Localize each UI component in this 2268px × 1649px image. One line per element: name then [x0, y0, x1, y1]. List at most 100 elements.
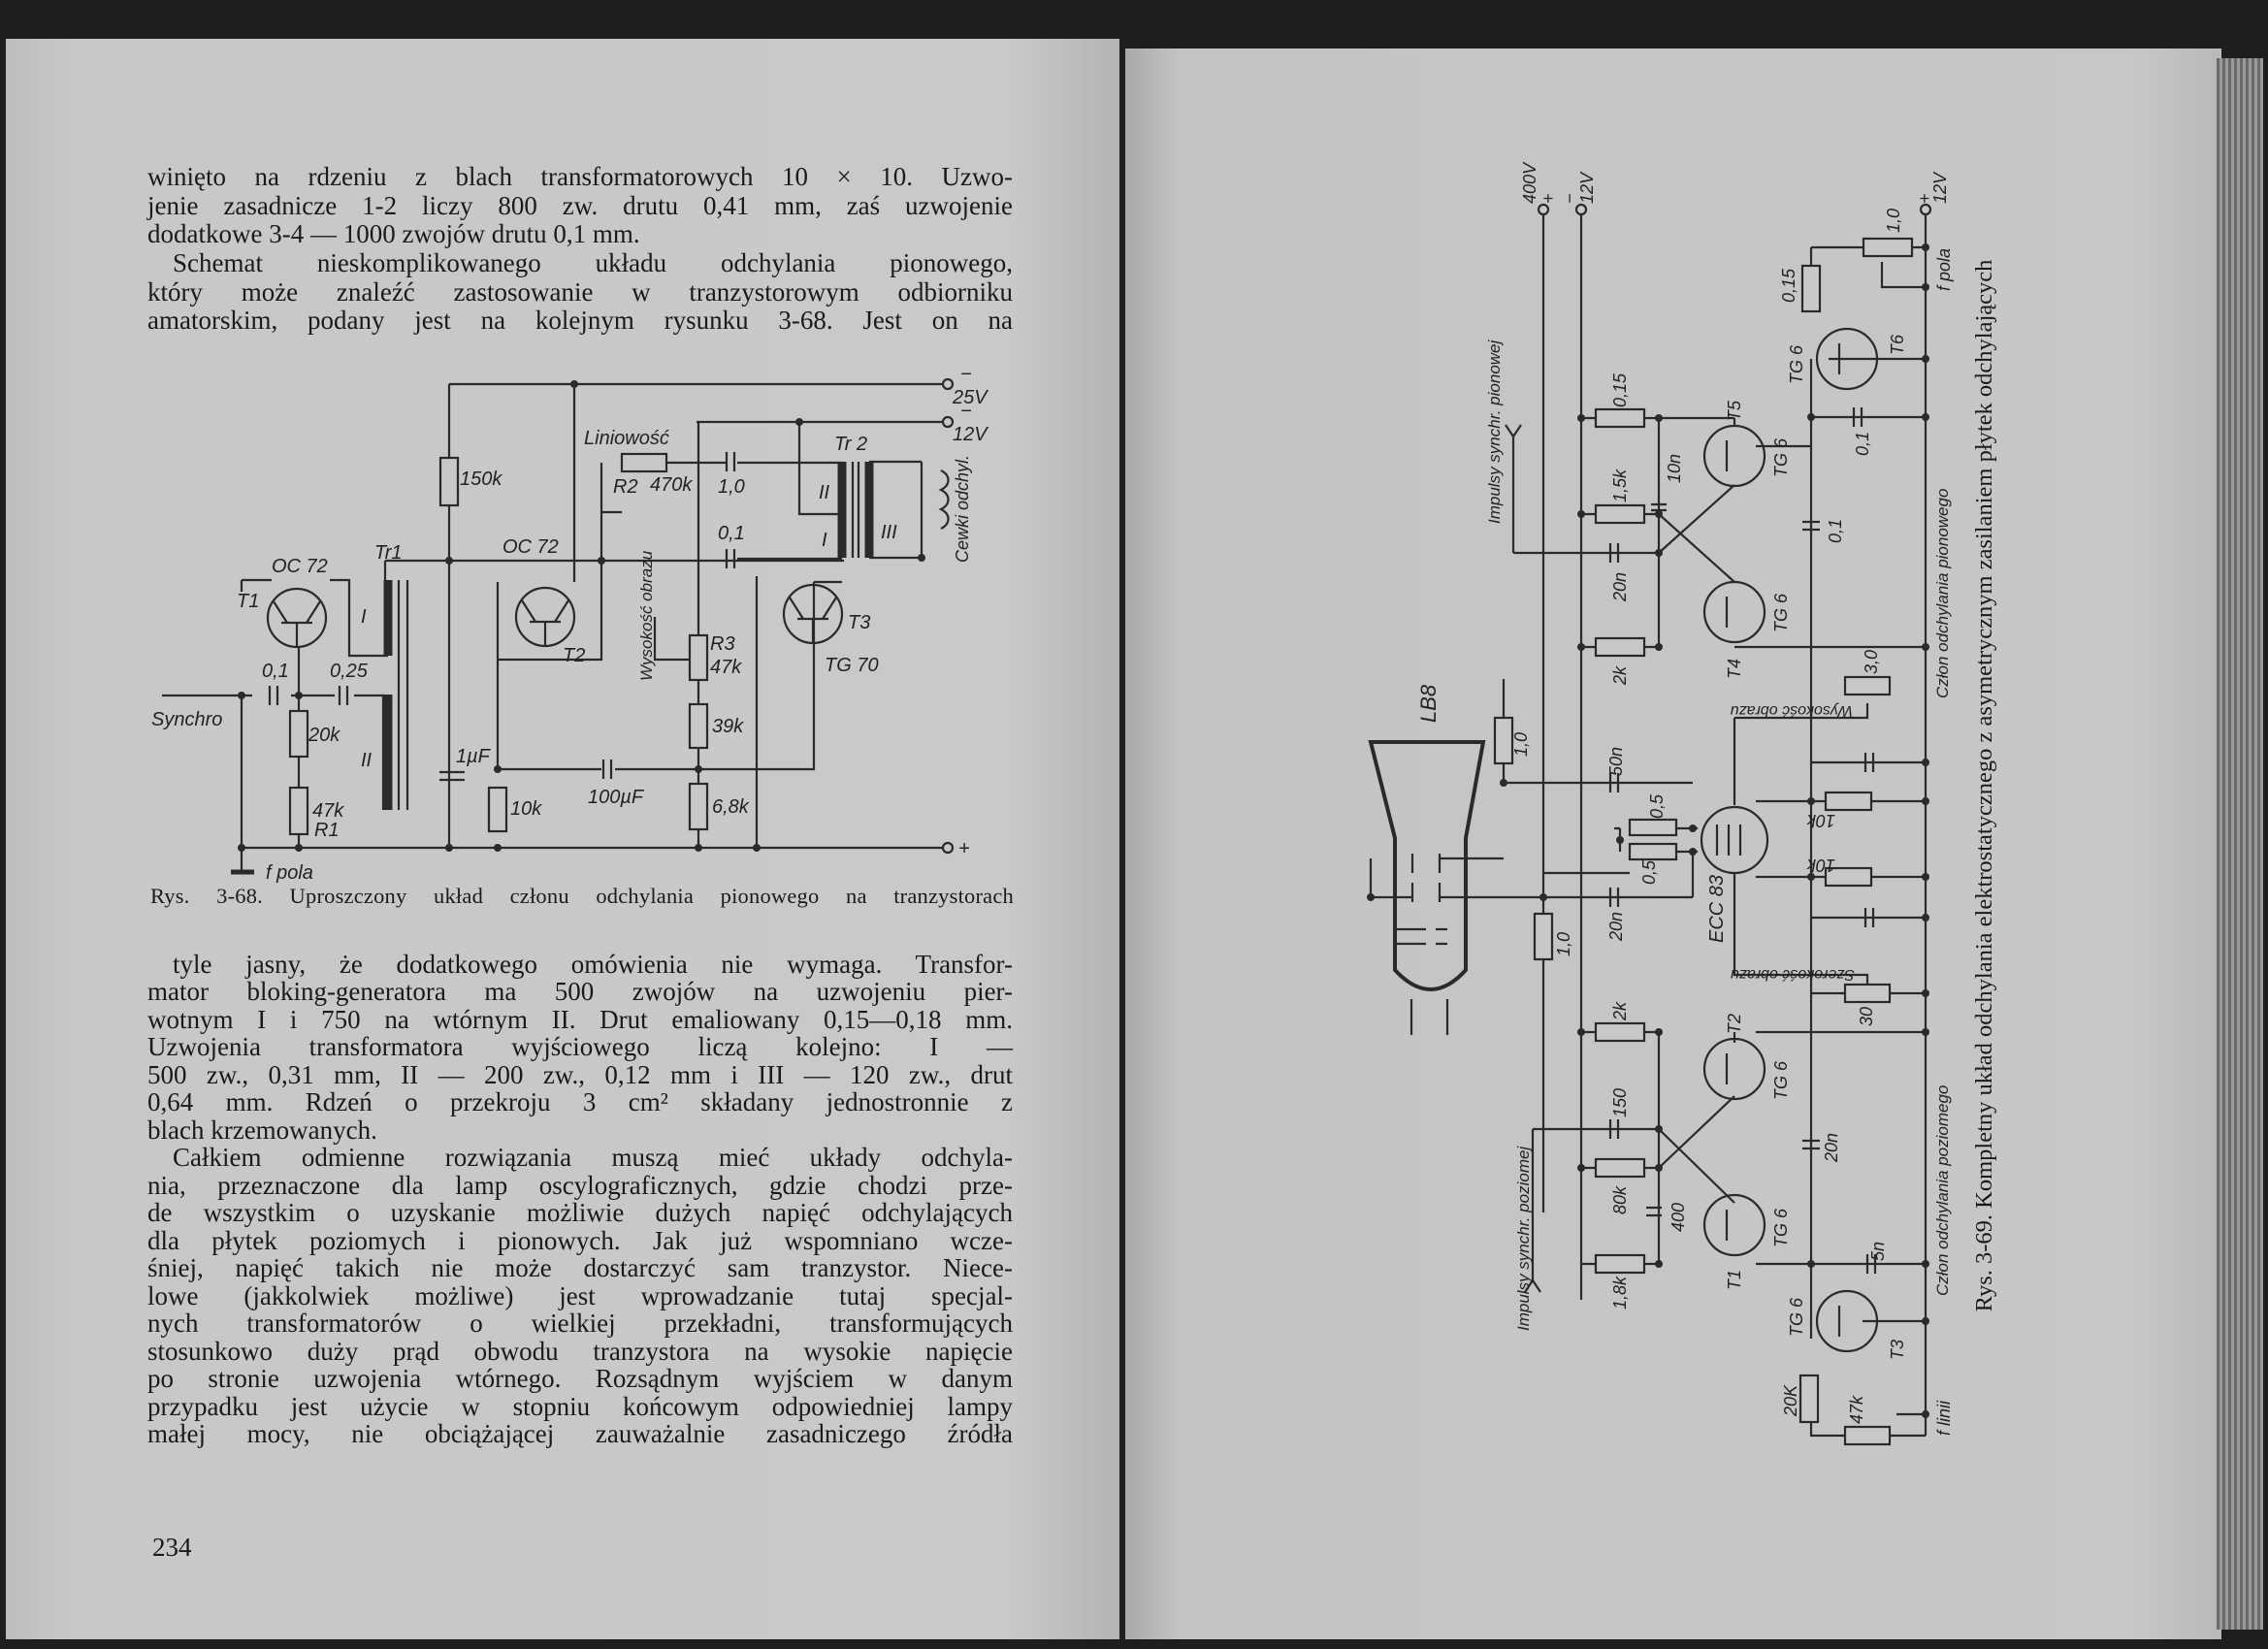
label-20k: 20K: [1781, 1384, 1800, 1417]
label-2k: 2k: [1610, 1001, 1630, 1021]
text-line: amatorskim, podany jest na kolejnym rysu…: [147, 306, 1013, 335]
label-t1: T1: [1725, 1270, 1744, 1290]
label-10n: 10n: [1665, 454, 1684, 483]
label-0-5: 0,5: [1647, 793, 1667, 819]
terminals: [231, 377, 955, 875]
label-39k: 39k: [712, 716, 744, 737]
label-c025: 0,25: [330, 661, 369, 682]
label-0-1: 0,1: [1826, 519, 1845, 543]
label-20k: 20k: [308, 725, 340, 746]
label-t2: T2: [563, 645, 585, 666]
label-ecc83: ECC 83: [1706, 875, 1728, 943]
label-tg6: TG 6: [1787, 1297, 1806, 1337]
schematic-fig-3-68: 25V − 12V − + 150k Tr1 I II T1 OC 72 T2 …: [151, 369, 988, 884]
junction-dots: [1367, 243, 1929, 1418]
label-t3: T3: [848, 612, 870, 633]
label-plus: +: [1915, 193, 1934, 204]
label-synchro: Synchro: [151, 709, 222, 730]
resistors: [288, 452, 709, 836]
schematic-wires: [162, 382, 950, 850]
schematic-labels: 400V + 12V − 12V + 0,15 1,5k 10n 20n 2k …: [1416, 161, 1954, 1436]
label-0-1: 0,1: [1853, 432, 1872, 456]
text-line: Uzwojenia transformatora wyjściowego lic…: [147, 1032, 1013, 1061]
text-line: nych transformatorów o wielkiej przekład…: [147, 1309, 1013, 1338]
label-c01: 0,1: [262, 661, 289, 682]
label-tg6: TG 6: [1771, 437, 1791, 477]
capacitors: [1608, 407, 1877, 1274]
label-t3: T3: [1888, 1340, 1907, 1360]
label-20n: 20n: [1822, 1133, 1841, 1163]
capacitors: [268, 452, 736, 782]
label-80k: 80k: [1610, 1185, 1630, 1214]
label-tg6: TG 6: [1787, 344, 1806, 384]
label-c01: 0,1: [718, 523, 745, 544]
label-wysokosc-obrazu: Wysokość obrazu: [1731, 702, 1853, 719]
label-minus: −: [1560, 193, 1579, 204]
text-line: tyle jasny, że dodatkowego omówienia nie…: [173, 950, 1013, 979]
label-winding-i: I: [361, 606, 367, 628]
label-tr1: Tr1: [374, 542, 403, 564]
label-12v: 12V: [1930, 171, 1950, 204]
label-f-linii: f linii: [1934, 1400, 1954, 1436]
text-line: de wszystkim o uzyskanie możliwie dużych…: [147, 1198, 1013, 1227]
label-t4: T4: [1725, 659, 1744, 679]
text-line: przypadku jest użycie w stopniu końcowym…: [147, 1392, 1013, 1421]
label-25v: 25V: [952, 387, 988, 408]
label-czlon-odchylania-poziomego: Człon odchylania poziomego: [1933, 1085, 1952, 1296]
label-r3: R3: [710, 633, 735, 655]
label-1-0: 1,0: [1884, 209, 1903, 233]
label-0-15: 0,15: [1610, 372, 1630, 407]
label-plus: +: [958, 838, 970, 859]
schematic-fig-3-69: 400V + 12V − 12V + 0,15 1,5k 10n 20n 2k …: [1367, 161, 1954, 1446]
text-line: Schemat nieskomplikowanego układu odchyl…: [173, 248, 1013, 277]
label-6-8k: 6,8k: [712, 796, 750, 818]
label-1-0: 1,0: [1554, 932, 1573, 956]
label-150k: 150k: [460, 469, 502, 490]
label-f-pola: f pola: [266, 862, 313, 884]
text-line: śniej, napięć takich nie może dostarczyć…: [147, 1253, 1013, 1282]
label-tr2-i: I: [822, 530, 827, 551]
label-1-5k: 1,5k: [1610, 469, 1630, 502]
label-f-pola: f pola: [1934, 248, 1954, 291]
schematic-wires: [1368, 215, 1928, 1438]
label-400v: 400V: [1520, 161, 1539, 204]
text-line: mator bloking-generatora ma 500 zwojów n…: [147, 977, 1013, 1006]
label-wysokosc-obrazu: Wysokość obrazu: [637, 550, 656, 681]
label-20n: 20n: [1606, 912, 1626, 942]
text-line: dla płytek poziomych i pionowych. Jak ju…: [147, 1226, 1013, 1255]
label-20n: 20n: [1610, 572, 1630, 602]
text-line: dodatkowe 3-4 — 1000 zwojów drutu 0,1 mm…: [147, 219, 640, 248]
resistors: [1493, 237, 1914, 1446]
transistors: [266, 583, 844, 649]
label-t5: T5: [1725, 400, 1744, 421]
junction-dots: [238, 380, 925, 852]
label-oc72: OC 72: [502, 536, 559, 558]
label-150: 150: [1610, 1088, 1630, 1117]
label-szerokosc-obrazu: Szerokość obrazu: [1731, 966, 1855, 983]
label-impulsy-synchr-pionowej: Impulsy synchr. pionowej: [1485, 339, 1504, 524]
label-100uf: 100µF: [588, 787, 645, 808]
label-tr2: Tr 2: [834, 434, 867, 455]
label-0-5: 0,5: [1639, 859, 1659, 885]
label-t1: T1: [237, 591, 259, 612]
label-c10: 1,0: [718, 476, 745, 498]
label-1-8k: 1,8k: [1610, 1276, 1630, 1310]
text-line: po stronie uzwojenia wtórnego. Rozsądnym…: [147, 1364, 1013, 1393]
label-tr2-ii: II: [819, 482, 830, 503]
label-5n: 5n: [1868, 1242, 1888, 1261]
label-tg70: TG 70: [825, 655, 879, 676]
label-tr2-iii: III: [881, 522, 897, 543]
label-10k: 10k: [1806, 856, 1835, 875]
label-cewki-odchyl: Cewki odchyl.: [953, 455, 972, 563]
text-line: jenie zasadnicze 1-2 liczy 800 zw. drutu…: [147, 191, 1013, 220]
label-10k: 10k: [510, 798, 542, 820]
label-400: 400: [1669, 1203, 1688, 1232]
label-lb8: LB8: [1416, 684, 1441, 723]
label-47k: 47k: [1847, 1395, 1866, 1424]
label-minus: −: [960, 401, 972, 422]
label-1-0: 1,0: [1511, 732, 1531, 757]
text-line: który może znaleźć zastosowanie w tranzy…: [147, 277, 1013, 307]
left-page: [6, 39, 1119, 1639]
label-3-0: 3,0: [1862, 650, 1881, 674]
label-50n: 50n: [1606, 747, 1626, 776]
